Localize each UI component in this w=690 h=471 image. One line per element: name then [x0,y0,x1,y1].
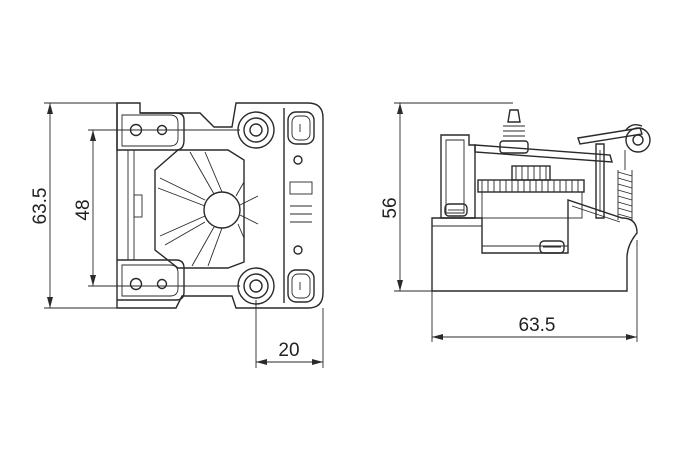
central-boss-icon [203,191,241,229]
bottom-left-mounting-tab [117,259,185,301]
side-view [394,102,651,342]
tab-hole-icon [156,278,168,290]
actuator-roller-icon [625,127,651,153]
dimension-hole-spacing: 48 [73,130,96,286]
top-adjust-screw-icon [499,109,529,154]
dim-label-overall-height: 63.5 [30,188,51,225]
inner-housing [154,149,245,269]
side-view-base [431,199,638,292]
return-spring-icon [617,150,633,220]
front-view-outline [116,102,324,309]
dimension-side-height: 56 [380,103,403,291]
dimension-overall-height: 63.5 [30,103,53,308]
contact-bar [474,144,613,163]
radial-ribs [157,151,259,267]
dimension-side-width: 63.5 [432,315,637,340]
base-screw-head-icon [539,240,565,254]
dim-label-side-width: 63.5 [519,315,556,336]
terminal-hole-icon [293,155,303,165]
top-mounting-screw-icon [237,111,275,149]
terminal-hole-icon [293,245,303,255]
actuator-arm [577,123,651,219]
dim-label-side-height: 56 [380,197,401,218]
tab-hole-icon [129,277,143,291]
bottom-mounting-screw-icon [237,267,275,305]
dim-label-hole-spacing: 48 [73,199,94,220]
right-terminal-column [283,108,315,303]
coil-block [477,165,585,219]
base-screw-head-icon [444,203,468,217]
dimension-offset: 20 [256,340,323,365]
front-view [44,102,324,368]
top-left-mounting-tab [116,103,185,151]
dim-label-offset: 20 [278,340,299,361]
